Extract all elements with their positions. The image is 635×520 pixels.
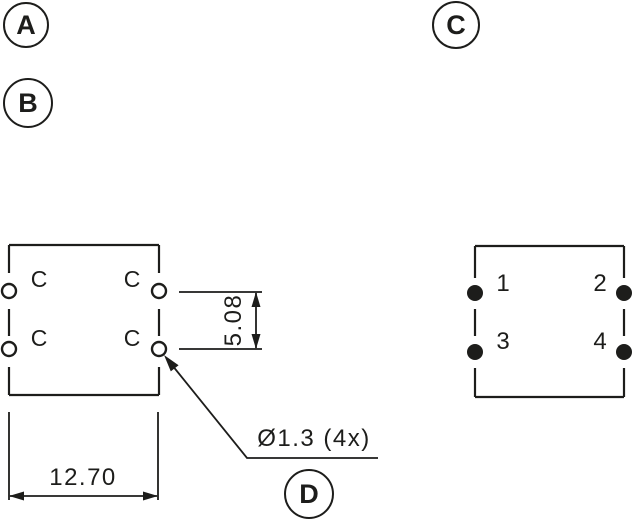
- left-package-outline: [7, 243, 161, 397]
- pad-label-bottom-left: C: [31, 325, 48, 351]
- pin-dot-2: [616, 285, 632, 301]
- hole-bottom-left: [0, 340, 18, 358]
- callout-d-label: D: [299, 479, 319, 509]
- dim-pitch-arrow-up: [251, 292, 261, 307]
- callout-a-circle: [3, 2, 49, 48]
- dim-width-arrow-right: [143, 491, 158, 501]
- callout-d-circle: [284, 469, 334, 519]
- callout-b: B: [3, 78, 53, 128]
- pin-number-1: 1: [496, 270, 509, 297]
- hole-bottom-right: [150, 340, 168, 358]
- callout-c: C: [432, 1, 480, 49]
- leader-arrowhead: [164, 355, 179, 372]
- callout-c-label: C: [446, 10, 466, 40]
- dim-width-arrow-left: [9, 491, 24, 501]
- pin-dot-1: [467, 285, 483, 301]
- pin-number-2: 2: [593, 270, 606, 297]
- callout-b-label: B: [18, 88, 38, 118]
- pin-dot-3: [467, 344, 483, 360]
- dim-pitch-value: 5.08: [220, 294, 247, 347]
- pin-dot-4: [616, 344, 632, 360]
- dim-pitch-arrow-down: [251, 334, 261, 349]
- pad-label-top-left: C: [31, 266, 48, 292]
- dimension-horizontal-width: 12.70: [8, 412, 159, 501]
- dim-pitch-extension-lines: [179, 291, 262, 350]
- pin-number-4: 4: [593, 328, 606, 355]
- hole-top-left: [0, 282, 18, 300]
- right-pinout-view: 1 2 3 4: [467, 244, 632, 399]
- pad-label-top-right: C: [124, 266, 141, 292]
- callout-d: D: [284, 469, 334, 519]
- callout-c-circle: [432, 1, 480, 49]
- callout-a: A: [3, 2, 49, 48]
- callout-b-circle: [3, 78, 53, 128]
- hole-diameter-note: Ø1.3 (4x): [164, 355, 378, 459]
- dimension-vertical-pitch: 5.08: [179, 291, 262, 350]
- dim-width-value: 12.70: [49, 464, 117, 491]
- dim-width-extension-lines: [8, 412, 159, 500]
- hole-top-right: [150, 282, 168, 300]
- pad-label-bottom-right: C: [124, 325, 141, 351]
- leader-line: [171, 364, 378, 459]
- hole-note-text: Ø1.3 (4x): [257, 425, 371, 452]
- callout-a-label: A: [16, 10, 36, 40]
- right-package-outline: [473, 244, 626, 399]
- pin-number-3: 3: [496, 328, 509, 355]
- left-footprint-view: C C C C: [0, 243, 168, 397]
